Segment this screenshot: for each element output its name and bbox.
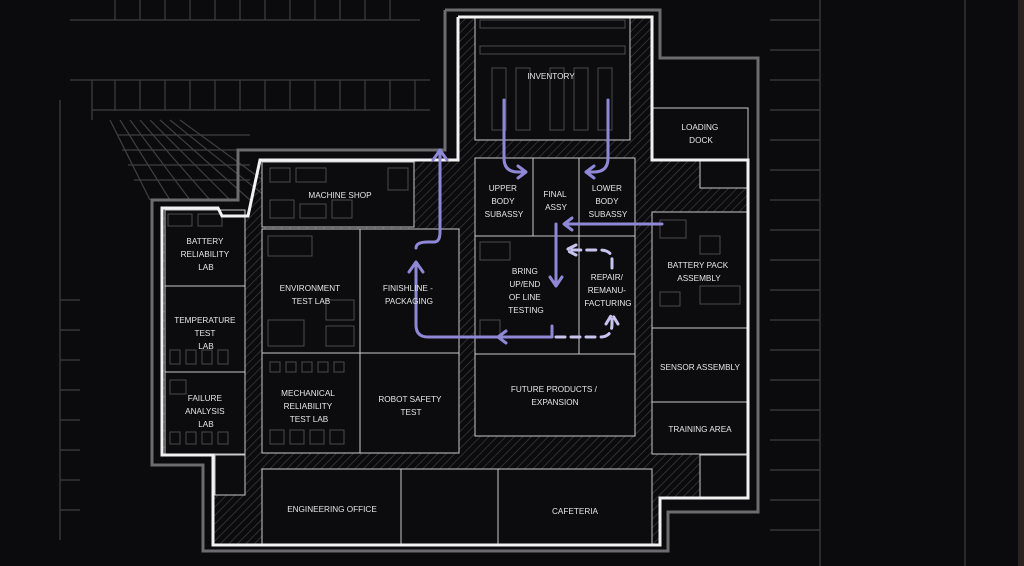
upper-body-subassy-label: UPPER BODY SUBASSY xyxy=(485,184,524,219)
loading-dock-label: LOADING DOCK xyxy=(681,123,720,145)
engineering-office-room xyxy=(261,468,402,546)
battery-reliability-lab-room xyxy=(164,209,246,287)
inventory-room xyxy=(474,16,631,141)
flow-inventory-to-lower xyxy=(584,98,610,174)
temperature-test-lab-label: TEMPERATURE TEST LAB xyxy=(174,316,238,351)
failure-analysis-lab-label: FAILURE ANALYSIS LAB xyxy=(185,394,227,429)
loading-dock-room xyxy=(651,107,749,161)
future-products-room xyxy=(474,353,636,437)
training-area-room xyxy=(651,401,749,455)
robot-safety-test-room xyxy=(359,352,460,454)
inventory-label: INVENTORY xyxy=(527,72,575,81)
finishline-packaging-label: FINISHLINE - PACKAGING xyxy=(383,284,435,306)
building-outline xyxy=(160,15,750,547)
east-small-room xyxy=(699,159,749,189)
sensor-assembly-label: SENSOR ASSEMBLY xyxy=(660,363,740,372)
final-assy-label: FINAL ASSY xyxy=(543,190,568,212)
mechanical-reliability-lab-label: MECHANICAL RELIABILITY TEST LAB xyxy=(281,389,337,424)
room-labels: INVENTORY LOADING DOCK MACHINE SHOP UPPE… xyxy=(174,72,740,516)
bring-up-testing-room xyxy=(474,235,580,355)
environment-test-lab-label: ENVIRONMENT TEST LAB xyxy=(280,284,343,306)
flow-testing-to-finishline xyxy=(414,262,500,339)
lower-body-subassy-label: LOWER BODY SUBASSY xyxy=(589,184,628,219)
engineering-office-label: ENGINEERING OFFICE xyxy=(287,505,377,514)
battery-pack-assembly-label: BATTERY PACK ASSEMBLY xyxy=(667,261,730,283)
environment-test-lab-room xyxy=(261,228,361,354)
flow-inventory-to-upper xyxy=(502,98,526,174)
machine-shop-room xyxy=(261,161,415,228)
middle-office-room xyxy=(400,468,499,546)
flow-finishline-to-inventory xyxy=(414,148,442,250)
battery-reliability-lab-label: BATTERY RELIABILITY LAB xyxy=(181,237,232,272)
site-boundary xyxy=(150,8,760,553)
battery-pack-assembly-room xyxy=(651,211,749,329)
cafeteria-room xyxy=(497,468,653,546)
failure-analysis-lab-room xyxy=(164,371,246,455)
right-edge-strip xyxy=(1018,0,1024,566)
process-flow-arrows xyxy=(407,98,664,345)
repair-remanufacturing-label: REPAIR/ REMANU- FACTURING xyxy=(584,273,631,308)
flow-repair-loop xyxy=(554,316,614,339)
rooms xyxy=(164,16,749,546)
sensor-assembly-room xyxy=(651,327,749,403)
training-area-label: TRAINING AREA xyxy=(668,425,732,434)
finishline-packaging-room xyxy=(359,228,460,354)
future-products-label: FUTURE PRODUCTS / EXPANSION xyxy=(511,385,599,407)
sw-small-room xyxy=(214,454,246,496)
temperature-test-lab-room xyxy=(164,285,246,373)
flow-testing-to-repair xyxy=(568,248,614,270)
bring-up-testing-label: BRING UP/END OF LINE TESTING xyxy=(508,267,543,315)
dock-annex-room xyxy=(699,454,749,499)
cafeteria-label: CAFETERIA xyxy=(552,507,598,516)
equipment-details xyxy=(167,19,741,445)
machine-shop-label: MACHINE SHOP xyxy=(308,191,372,200)
robot-safety-test-label: ROBOT SAFETY TEST xyxy=(378,395,443,417)
